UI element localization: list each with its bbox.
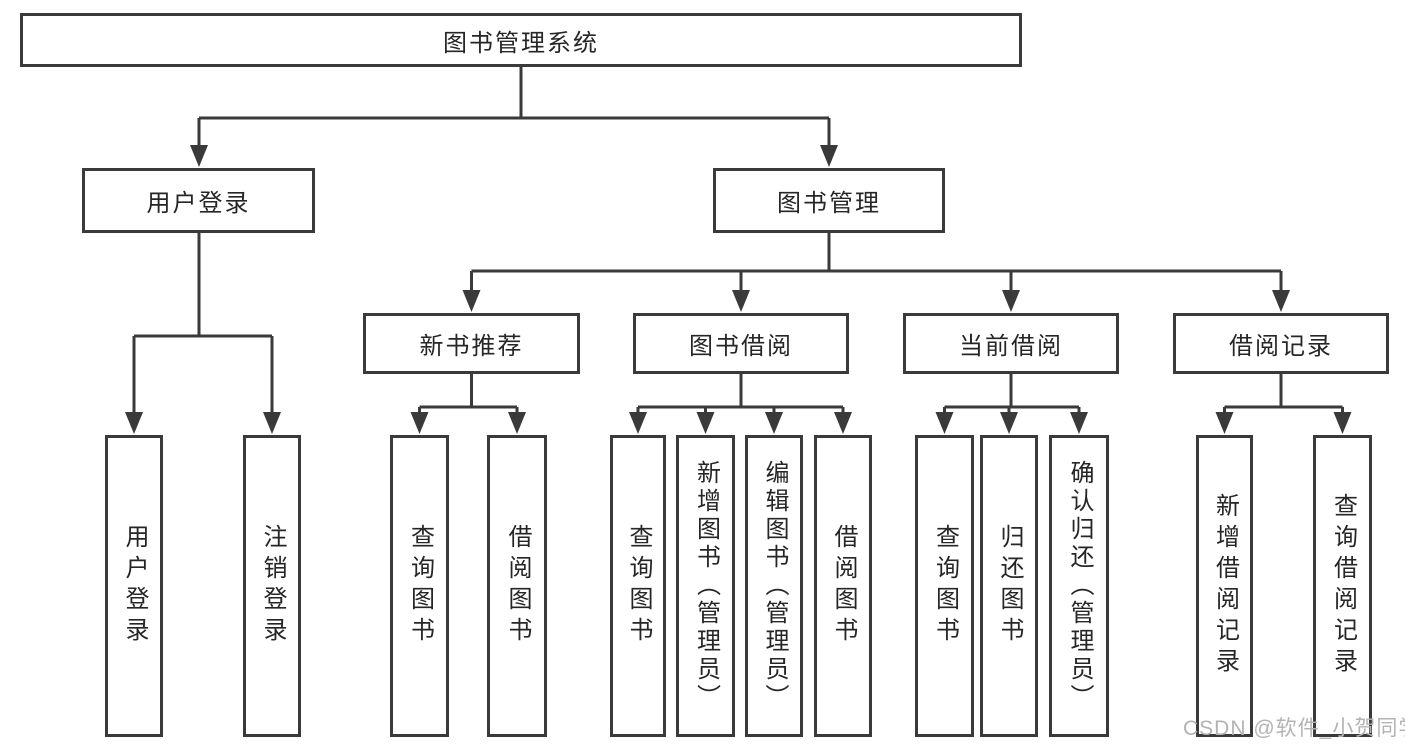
arrowhead-icon	[935, 412, 954, 434]
arrowhead-icon	[1272, 290, 1290, 312]
node-borrow-books-recommend: 借阅图书	[487, 435, 547, 737]
arrowhead-icon	[263, 412, 281, 434]
node-query-books-recommend: 查询图书	[390, 435, 449, 737]
arrowhead-icon	[696, 412, 715, 434]
node-label: 确认归还（管理员）	[1066, 460, 1093, 712]
node-new-book-recommend: 新书推荐	[363, 313, 580, 374]
node-label: 借阅图书	[504, 524, 531, 648]
node-query-books-current: 查询图书	[915, 435, 974, 737]
node-user-login: 用户登录	[82, 168, 315, 233]
arrowhead-icon	[125, 412, 143, 434]
node-label: 图书管理系统	[443, 29, 599, 57]
node-label: 借阅图书	[830, 524, 857, 648]
arrowhead-icon	[1215, 412, 1234, 434]
node-label: 归还图书	[996, 524, 1023, 648]
arrowhead-icon	[190, 145, 208, 167]
node-logout-action: 注销登录	[243, 435, 301, 737]
arrowhead-icon	[820, 145, 838, 167]
arrowheads	[125, 145, 1352, 434]
node-user-login-action: 用户登录	[105, 435, 163, 737]
node-label: 查询借阅记录	[1329, 493, 1357, 679]
node-add-borrow-record: 新增借阅记录	[1196, 435, 1253, 737]
node-book-borrowing: 图书借阅	[633, 313, 849, 374]
arrowhead-icon	[765, 412, 783, 434]
node-edit-book-admin: 编辑图书（管理员）	[745, 435, 803, 737]
node-add-book-admin: 新增图书（管理员）	[676, 435, 735, 737]
node-borrowing-records: 借阅记录	[1173, 313, 1389, 374]
arrowhead-icon	[508, 412, 526, 434]
node-label: 借阅记录	[1229, 333, 1333, 360]
arrowhead-icon	[732, 290, 750, 312]
node-query-borrow-record: 查询借阅记录	[1313, 435, 1372, 737]
node-label: 图书借阅	[689, 333, 793, 360]
node-label: 新书推荐	[419, 333, 524, 360]
node-label: 查询图书	[406, 524, 434, 648]
node-label: 编辑图书（管理员）	[761, 460, 788, 712]
node-label: 查询图书	[625, 524, 652, 648]
node-current-borrowing: 当前借阅	[903, 313, 1119, 374]
arrowhead-icon	[462, 290, 481, 312]
node-return-book: 归还图书	[980, 435, 1038, 737]
node-label: 新增借阅记录	[1211, 493, 1239, 679]
node-query-books-borrowing: 查询图书	[610, 435, 666, 737]
node-label: 当前借阅	[959, 333, 1063, 360]
node-book-management: 图书管理	[713, 168, 945, 233]
node-library-system: 图书管理系统	[20, 13, 1022, 67]
node-label: 用户登录	[146, 190, 251, 217]
arrowhead-icon	[1002, 290, 1020, 312]
arrowhead-icon	[629, 412, 647, 434]
node-borrow-books-borrowing: 借阅图书	[814, 435, 872, 737]
node-label: 图书管理	[777, 190, 881, 217]
watermark: CSDN @软件_小贺同学	[1183, 717, 1405, 740]
arrowhead-icon	[1000, 412, 1018, 434]
node-confirm-return-admin: 确认归还（管理员）	[1049, 435, 1109, 737]
node-label: 注销登录	[259, 524, 286, 648]
arrowhead-icon	[834, 412, 852, 434]
arrowhead-icon	[1333, 412, 1352, 434]
arrowhead-icon	[1070, 412, 1088, 434]
node-label: 新增图书（管理员）	[692, 460, 720, 712]
node-label: 查询图书	[931, 524, 959, 648]
arrowhead-icon	[410, 412, 429, 434]
node-label: 用户登录	[121, 524, 148, 648]
